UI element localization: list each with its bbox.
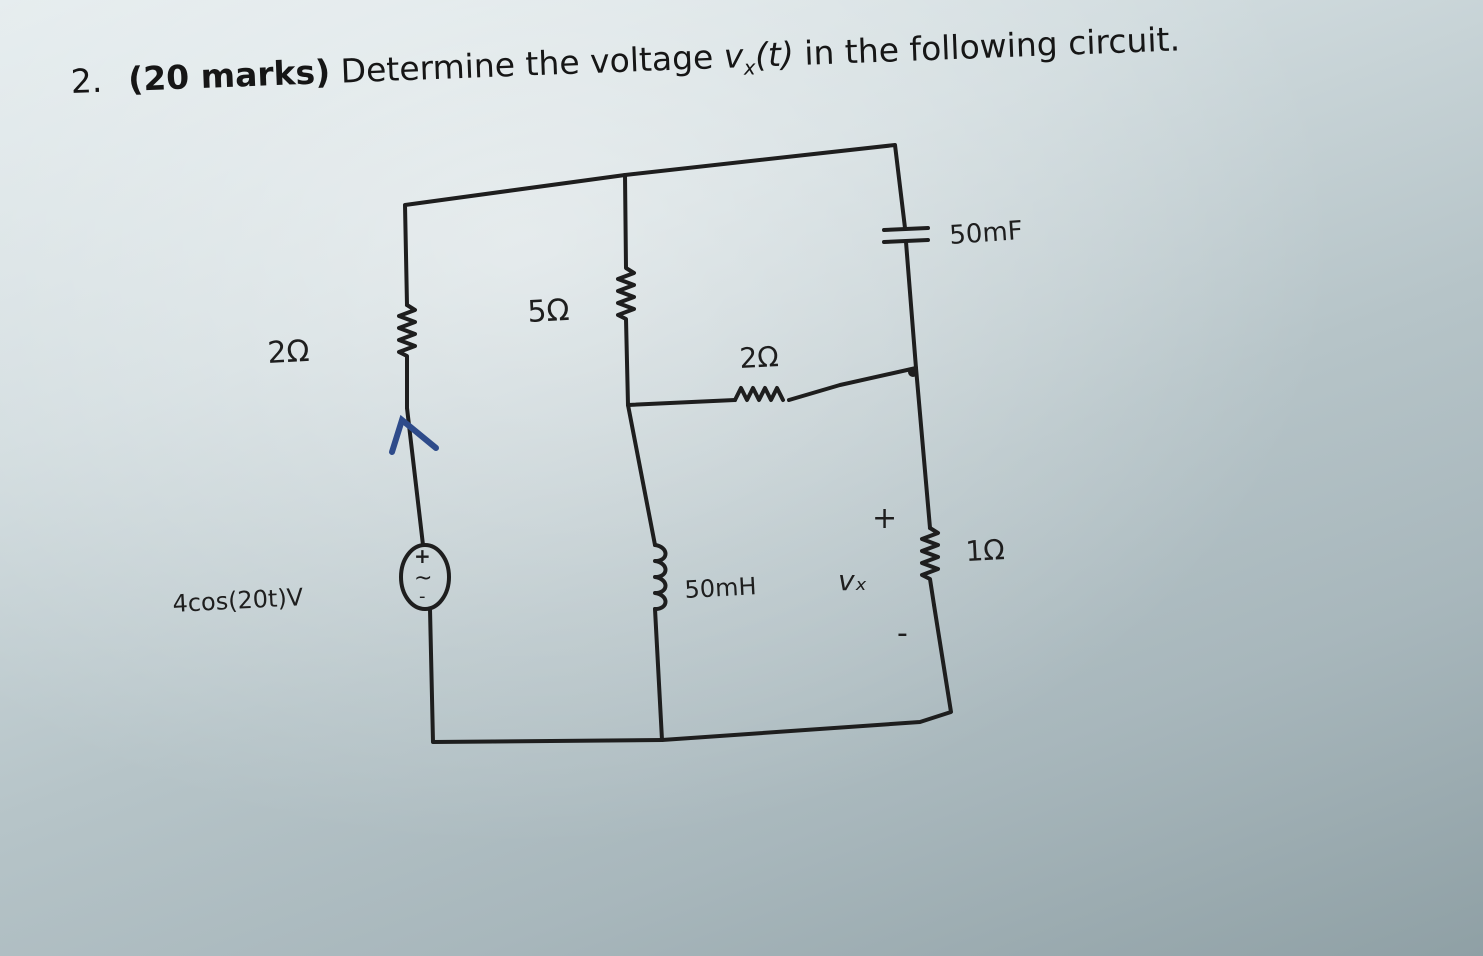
resistor-left-2ohm xyxy=(397,303,417,410)
wire-mid-down xyxy=(626,403,657,547)
label-r-right: 1Ω xyxy=(965,533,1006,568)
label-vx-plus: + xyxy=(872,501,897,536)
wire-bridge-left xyxy=(626,398,737,407)
label-r-bridge: 2Ω xyxy=(739,340,780,375)
source-orientation-mark xyxy=(389,414,439,455)
label-vx-minus: - xyxy=(897,616,908,651)
wire-right-bottom xyxy=(660,603,953,742)
resistor-bridge-2ohm xyxy=(733,386,785,402)
resistor-middle-5ohm xyxy=(616,173,636,407)
wire-bridge-right xyxy=(787,366,918,402)
wire-left-mid xyxy=(405,406,425,547)
capacitor-plate-top xyxy=(882,226,930,232)
source-circle xyxy=(399,543,451,611)
circuit-wires xyxy=(397,143,953,744)
label-src-plus: + xyxy=(414,544,431,568)
label-src-tilde: ~ xyxy=(414,566,432,591)
wire-left-top xyxy=(403,173,627,307)
label-src-minus: - xyxy=(419,586,426,607)
label-r-middle: 5Ω xyxy=(527,293,571,330)
node-dot-right xyxy=(908,367,918,377)
wire-top-right xyxy=(623,143,907,230)
label-source: 4cos(20t)V xyxy=(172,583,305,618)
wire-left-bottom xyxy=(428,607,664,744)
label-vx: vₓ xyxy=(838,564,867,597)
wire-cap-down xyxy=(904,240,918,370)
inductor-50mh xyxy=(653,543,668,611)
label-inductor: 50mH xyxy=(684,572,757,604)
label-r-left: 2Ω xyxy=(267,334,311,371)
resistor-right-1ohm xyxy=(920,526,940,607)
wire-inductor-down xyxy=(653,607,664,742)
wire-right-down xyxy=(914,366,932,530)
label-capacitor: 50mF xyxy=(948,216,1023,251)
